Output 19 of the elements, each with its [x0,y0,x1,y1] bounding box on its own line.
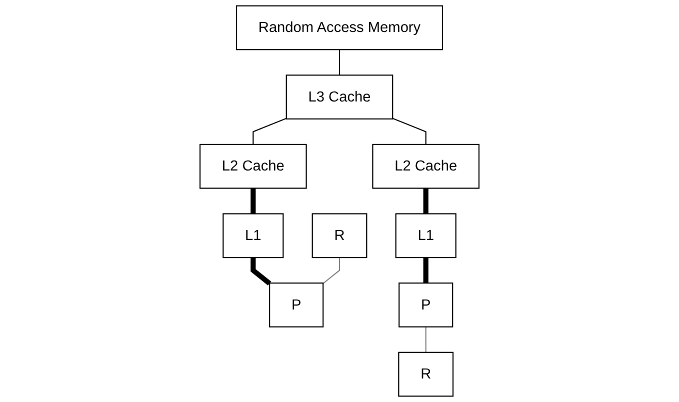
connector [423,188,428,214]
node-box: P [398,282,454,328]
node-box: P [269,282,324,328]
connector [322,258,340,284]
connector [392,118,426,144]
connector [250,258,272,286]
node-box: R [398,352,454,397]
connector [250,188,256,214]
node-box: L2 Cache [199,144,307,189]
connector [252,118,287,144]
node-box: R [312,213,368,258]
connector [423,258,428,284]
node-box: Random Access Memory [236,5,444,50]
node-box: L3 Cache [286,74,394,120]
node-box: L1 [222,213,284,258]
connector [425,326,426,352]
connector [338,50,340,76]
node-box: L2 Cache [372,144,480,189]
node-box: L1 [395,213,456,258]
